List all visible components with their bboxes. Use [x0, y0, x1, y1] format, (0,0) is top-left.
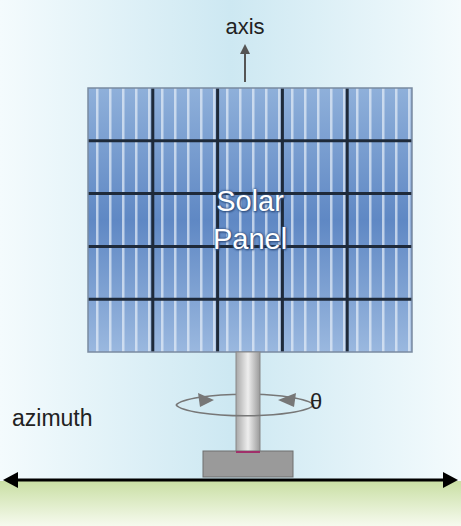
- panel-frame: [88, 88, 412, 352]
- arrow-head: [3, 472, 18, 488]
- rotation-arrowhead: [198, 393, 214, 407]
- panel-grid: [88, 88, 412, 352]
- solar-panel: Solar Panel: [88, 88, 412, 352]
- rotation-arrowhead: [278, 393, 296, 407]
- azimuth-label: azimuth: [12, 405, 93, 432]
- angle-symbol: θ: [310, 389, 322, 415]
- base-joint: [236, 451, 260, 453]
- arrow-head: [443, 472, 458, 488]
- base: [203, 451, 293, 477]
- panel-label: Solar Panel: [185, 182, 315, 258]
- panel-face: [88, 88, 412, 352]
- axis-arrow: [244, 52, 246, 82]
- axis-label: axis: [225, 14, 264, 40]
- panel-stripes: [88, 88, 412, 352]
- arrow-head: [240, 44, 250, 54]
- ground-line: [14, 479, 447, 482]
- ground: [0, 481, 461, 526]
- pole: [236, 352, 260, 452]
